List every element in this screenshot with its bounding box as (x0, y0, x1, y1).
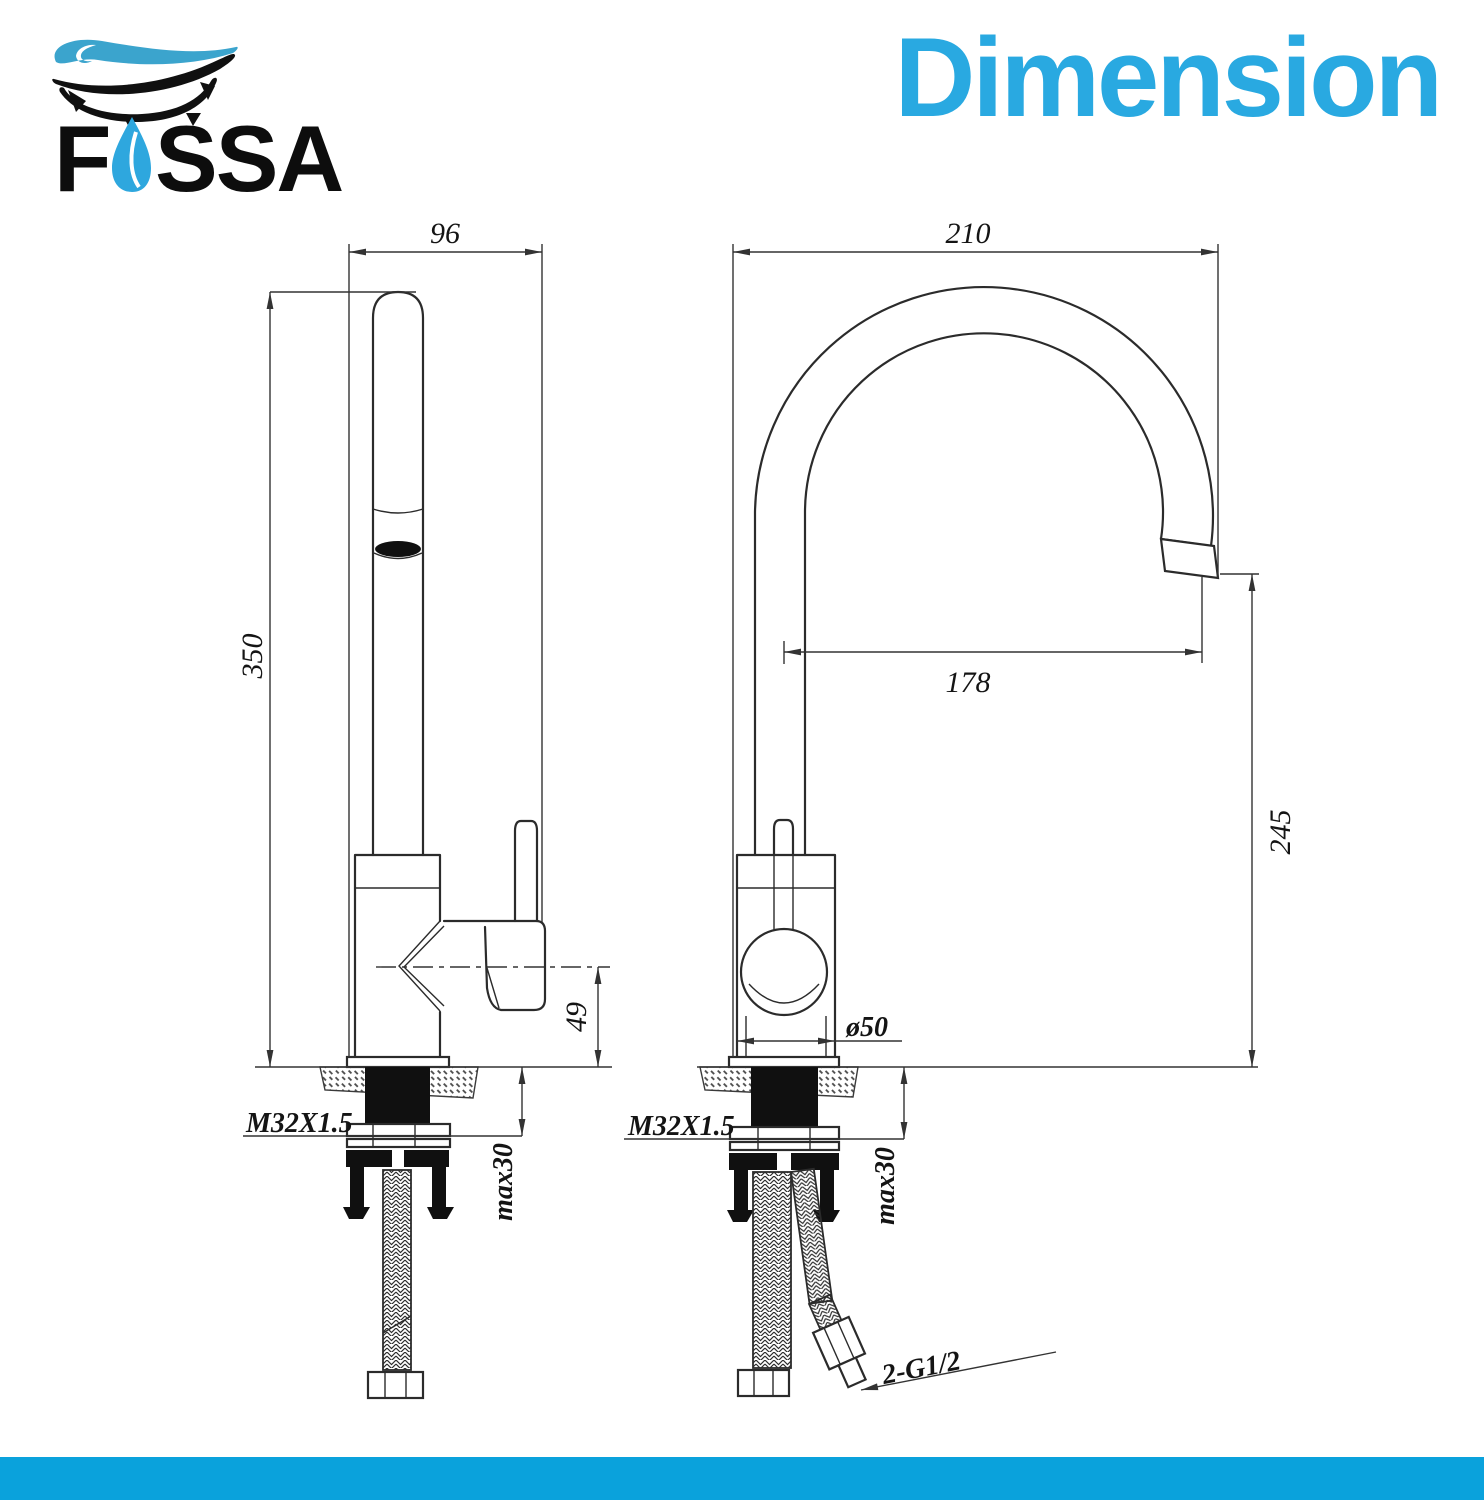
clamp-screw (432, 1167, 446, 1209)
clamp-arm (791, 1153, 839, 1170)
hose-angled-end (807, 1293, 868, 1389)
base-flange-side (345, 1055, 451, 1069)
spout-pipe-side (371, 290, 425, 857)
tub-horn-right (200, 82, 215, 100)
washer-plate2-right (728, 1140, 841, 1152)
screw-foot (343, 1207, 370, 1219)
handle-housing-edge (486, 967, 500, 1009)
aerator-outlet (375, 541, 421, 557)
supply-hose-left (382, 1169, 412, 1371)
mounting-shank-left (365, 1067, 430, 1124)
dim-210: 210 (946, 217, 991, 250)
valve-cone (398, 920, 441, 1012)
dim-dia50: ø50 (845, 1012, 888, 1043)
dim-49: 49 (560, 1002, 593, 1032)
hose-nozzle (837, 1356, 868, 1389)
left-view-drawing: 96 350 49 M32X1.5 max30 (236, 217, 612, 1400)
dim-max30-left: max30 (488, 1143, 519, 1221)
handle-lever-front (772, 818, 795, 857)
thread-label-left: M32X1.5 (245, 1108, 353, 1139)
aerator-ring (373, 552, 423, 560)
clamp-screw (350, 1167, 364, 1209)
washer-plate-left (345, 1122, 452, 1138)
handle-hub-ring (748, 983, 820, 1004)
tub-foot-right (186, 113, 201, 126)
base-flange-front (727, 1055, 841, 1069)
clamp-screw (820, 1170, 834, 1212)
clamp-screw (734, 1170, 748, 1212)
spout-tip-cap (1159, 537, 1220, 580)
washer-plate-right (728, 1125, 841, 1141)
tub-rim-swoosh (52, 53, 236, 95)
dim-96: 96 (430, 217, 460, 250)
gooseneck-inner (803, 332, 1165, 857)
page-title: Dimension (894, 15, 1443, 140)
aerator-seam (372, 508, 424, 514)
hose-seam (382, 1315, 412, 1334)
nut-facet (837, 1321, 855, 1359)
handle-housing-side (442, 919, 547, 1012)
tub-horn-left (68, 90, 86, 112)
brand-letters-ssa: SSA (155, 106, 342, 211)
hose-connection-label: 2-G1/2 (878, 1345, 963, 1391)
nut-facet (823, 1327, 841, 1365)
screw-foot (727, 1210, 754, 1222)
dim-178: 178 (946, 666, 991, 699)
screw-foot (427, 1207, 454, 1219)
water-drop-vein (129, 131, 141, 189)
clamp-arm (404, 1150, 449, 1167)
dim-max30-right: max30 (870, 1147, 901, 1225)
brand-letter-f: F (54, 106, 111, 211)
brand-wordmark: F SSA (54, 106, 344, 211)
supply-hose-straight (752, 1171, 792, 1369)
faucet-body-side (353, 853, 442, 1059)
washer-plate2-left (345, 1137, 452, 1149)
bottom-accent-bar (0, 1457, 1484, 1500)
hose-nut-right (736, 1368, 791, 1398)
tub-swoosh-blue (54, 39, 238, 65)
thread-label-right: M32X1.5 (627, 1111, 735, 1142)
gooseneck-outer (753, 286, 1215, 857)
hose-nut-left (366, 1370, 425, 1400)
right-view-drawing: 210 178 245 ø50 M32X1.5 max30 2-G1/2 (624, 217, 1297, 1398)
clamp-arm (346, 1150, 392, 1167)
mounting-shank-right (751, 1067, 818, 1127)
clamp-arm (729, 1153, 777, 1170)
fossa-logo: F SSA (52, 39, 344, 211)
hose-leader-line (860, 1351, 1057, 1391)
handle-hub (739, 927, 829, 1017)
handle-lever-side (513, 819, 539, 923)
faucet-body-front (735, 853, 837, 1059)
dim-350: 350 (236, 634, 269, 680)
dim-245: 245 (1264, 810, 1297, 855)
tub-bowl (59, 77, 217, 122)
